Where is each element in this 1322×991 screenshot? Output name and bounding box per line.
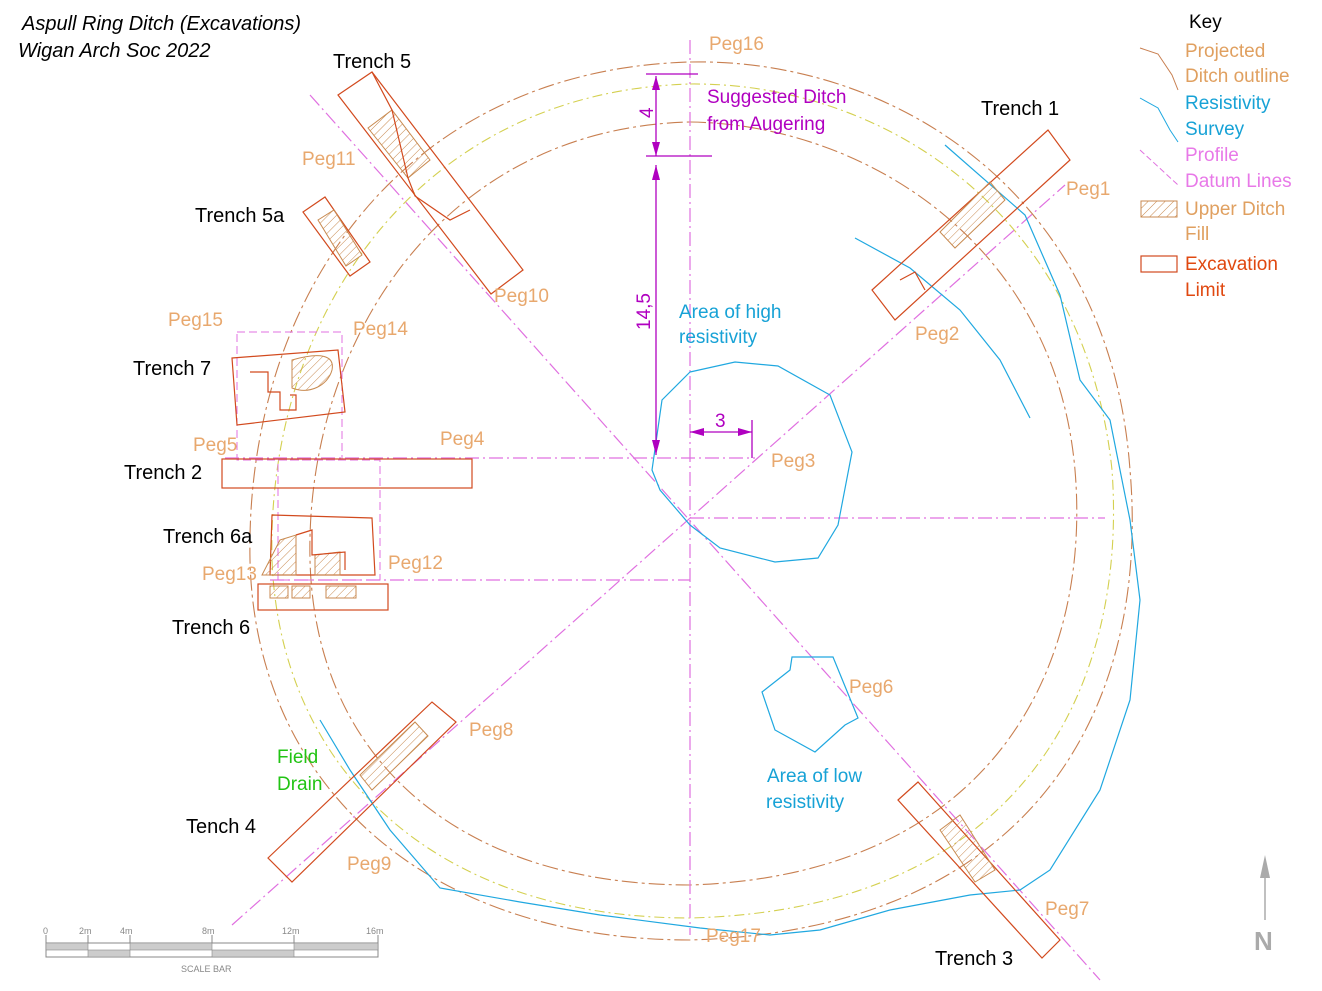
legend-excavation-1: Excavation (1185, 254, 1278, 275)
scale-tick-8m: 8m (202, 926, 215, 936)
trench-4-label: Tench 4 (186, 816, 256, 838)
trench-6-label: Trench 6 (172, 617, 250, 639)
scale-tick-16m: 16m (366, 926, 384, 936)
peg-7-label: Peg7 (1045, 899, 1089, 920)
peg-14-label: Peg14 (353, 319, 408, 340)
trench-7-outline (231, 349, 346, 426)
scale-tick-4m: 4m (120, 926, 133, 936)
peg-9-label: Peg9 (347, 854, 391, 875)
field-drain-label-2: Drain (277, 774, 322, 795)
field-drain-label-1: Field (277, 747, 318, 768)
legend-resistivity-swatch (1139, 97, 1179, 143)
legend-profile: Profile (1185, 145, 1239, 166)
suggested-ditch-label-1: Suggested Ditch (707, 87, 846, 108)
legend-resistivity-2: Survey (1185, 119, 1245, 140)
trench-5-outline (337, 71, 524, 295)
peg-15-label: Peg15 (168, 310, 223, 331)
trench-2-outline (221, 458, 473, 489)
trench-5a-label: Trench 5a (195, 205, 285, 227)
trench-6-outline (257, 583, 389, 611)
legend-title: Key (1189, 12, 1222, 33)
peg-3-label: Peg3 (771, 451, 815, 472)
peg-5-label: Peg5 (193, 435, 237, 456)
plan-subtitle: Wigan Arch Soc 2022 (18, 40, 211, 62)
legend-excavation-2: Limit (1185, 280, 1226, 301)
trench-1-outline (871, 129, 1071, 321)
scale-bar: 0 2m 4m 8m 12m 16m SCALE BAR (43, 926, 384, 974)
legend-resistivity-1: Resistivity (1185, 93, 1271, 114)
scale-tick-12m: 12m (282, 926, 300, 936)
peg-1-label: Peg1 (1066, 179, 1110, 200)
trench-7-label: Trench 7 (133, 358, 211, 380)
legend-projected-2: Ditch outline (1185, 66, 1290, 87)
peg-11-label: Peg11 (302, 149, 356, 170)
trench-4-outline (267, 701, 457, 883)
north-label: N (1254, 926, 1273, 956)
high-resistivity-label-2: resistivity (679, 327, 758, 348)
scale-tick-0: 0 (43, 926, 48, 936)
peg-17-label: Peg17 (706, 926, 761, 947)
legend-upper-fill-swatch (1140, 200, 1178, 218)
scale-tick-2m: 2m (79, 926, 92, 936)
profile-lines (236, 331, 381, 581)
peg-4-label: Peg4 (440, 429, 485, 450)
low-resistivity-label-2: resistivity (766, 792, 845, 813)
trench-2-label: Trench 2 (124, 462, 202, 484)
peg-16-label: Peg16 (709, 34, 764, 55)
dimension-14-5: 14,5 (634, 293, 655, 330)
scale-bar-caption: SCALE BAR (181, 964, 232, 974)
legend-datum: Datum Lines (1185, 171, 1292, 192)
legend-upper-2: Fill (1185, 224, 1209, 245)
resistivity-survey (319, 144, 1141, 936)
trench-1-label: Trench 1 (981, 98, 1059, 120)
trench-5-label: Trench 5 (333, 51, 411, 73)
legend-excavation-swatch (1140, 255, 1178, 273)
trench-3-label: Trench 3 (935, 948, 1013, 970)
peg-13-label: Peg13 (202, 564, 257, 585)
legend-upper-1: Upper Ditch (1185, 199, 1285, 220)
trench-6a-label: Trench 6a (163, 526, 253, 548)
low-resistivity-label-1: Area of low (767, 766, 862, 787)
legend-projected-1: Projected (1185, 41, 1265, 62)
dimension-3: 3 (715, 411, 726, 432)
suggested-ditch-label-2: from Augering (707, 114, 825, 135)
legend-profile-swatch (1139, 149, 1179, 186)
peg-8-label: Peg8 (469, 720, 513, 741)
legend: Key Projected Ditch outline Resistivity … (1139, 12, 1292, 301)
dimension-4: 4 (637, 107, 658, 118)
plan-title: Aspull Ring Ditch (Excavations) (21, 13, 301, 35)
peg-6-label: Peg6 (849, 677, 893, 698)
trench-6a-outline (261, 514, 376, 576)
peg-10-label: Peg10 (494, 286, 549, 307)
trench-5a-outline (302, 196, 371, 277)
peg-12-label: Peg12 (388, 553, 443, 574)
legend-ditch-swatch (1139, 47, 1179, 91)
north-arrow: N (1254, 855, 1273, 956)
high-resistivity-label-1: Area of high (679, 302, 781, 323)
dimension-lines (646, 73, 753, 458)
peg-2-label: Peg2 (915, 324, 959, 345)
trench-3-outline (897, 781, 1061, 959)
